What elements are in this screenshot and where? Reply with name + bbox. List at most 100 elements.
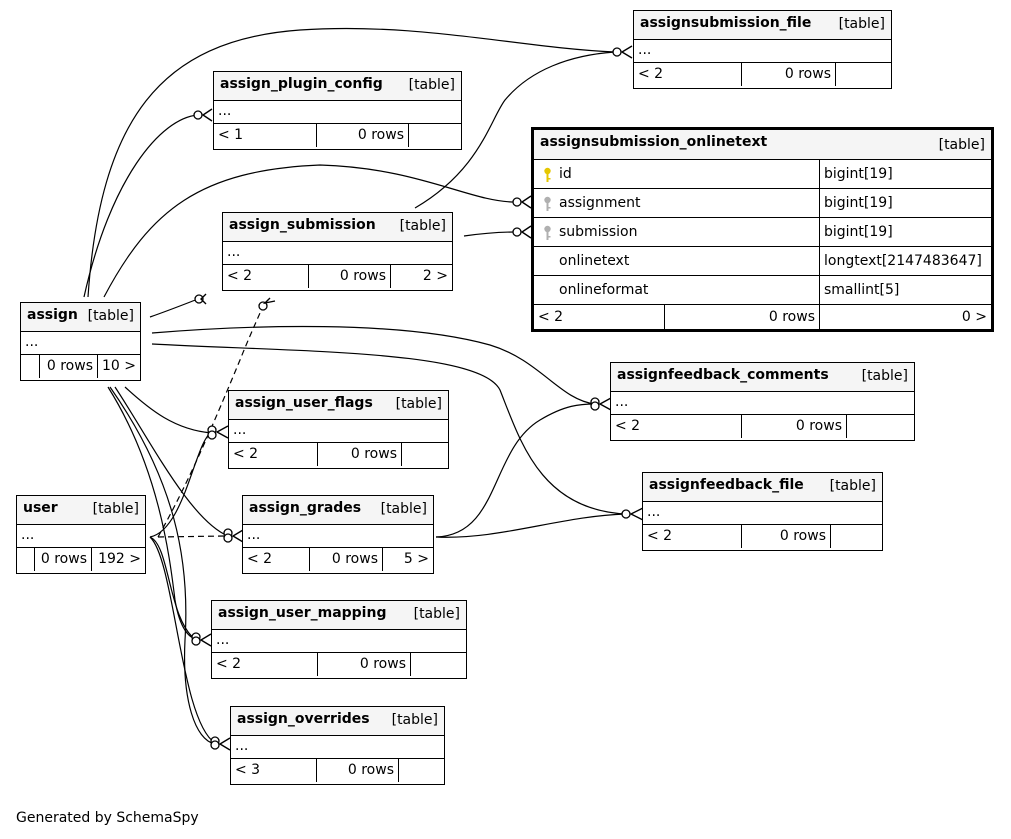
- edge-user-overrides: [149, 536, 216, 744]
- table-name: assign_plugin_config: [220, 76, 383, 92]
- parents-link[interactable]: < 3: [231, 759, 317, 782]
- table-name: assign_user_flags: [235, 395, 373, 411]
- table-header: assign_user_mapping[table]: [212, 601, 466, 630]
- table-tag: [table]: [92, 501, 139, 517]
- primary-key-icon: [544, 167, 551, 182]
- parents-link[interactable]: < 2: [634, 63, 742, 86]
- table-header: assignsubmission_file[table]: [634, 11, 891, 40]
- parents-link[interactable]: [21, 355, 40, 378]
- edge-assign-plugin-config: [83, 114, 199, 298]
- edge-user-user-flags: [149, 431, 213, 538]
- row-count: 0 rows: [742, 525, 831, 548]
- table-tag: [table]: [391, 712, 438, 728]
- column-row-assignment[interactable]: assignment bigint[19]: [534, 189, 991, 218]
- table-tag: [table]: [838, 16, 885, 32]
- row-count: 0 rows: [35, 548, 92, 571]
- table-header: assign_plugin_config [table]: [214, 72, 461, 101]
- parents-link[interactable]: [17, 548, 35, 571]
- column-name: submission: [559, 224, 638, 240]
- row-count: 0 rows: [40, 355, 98, 378]
- table-header: assignfeedback_comments [table]: [611, 363, 914, 392]
- column-name: onlineformat: [559, 282, 649, 298]
- table-name: assignfeedback_comments: [617, 367, 829, 383]
- children-link[interactable]: [836, 63, 891, 86]
- table-header: assign[table]: [21, 303, 140, 332]
- table-header: assignfeedback_file[table]: [643, 473, 882, 502]
- parents-link[interactable]: < 2: [243, 548, 310, 571]
- children-link[interactable]: 0 >: [961, 309, 987, 325]
- children-link[interactable]: [399, 759, 444, 782]
- children-link[interactable]: [847, 415, 914, 438]
- row-count: 0 rows: [318, 653, 411, 676]
- columns-ellipsis: ...: [229, 420, 448, 443]
- edge-assign-user-mapping: [107, 386, 197, 640]
- table-tag: [table]: [395, 396, 442, 412]
- generated-by-footer: Generated by SchemaSpy: [16, 810, 199, 826]
- column-row-submission[interactable]: submission bigint[19]: [534, 218, 991, 247]
- children-link[interactable]: [409, 124, 461, 147]
- table-name: assign_user_mapping: [218, 605, 387, 621]
- children-link[interactable]: 192 >: [98, 551, 141, 567]
- table-assignsubmission-onlinetext[interactable]: assignsubmission_onlinetext[table] id bi…: [531, 127, 994, 332]
- columns-ellipsis: ...: [611, 392, 914, 415]
- edge-grades-feedback-file: [435, 513, 627, 538]
- children-link[interactable]: [402, 443, 448, 466]
- table-tag: [table]: [408, 77, 455, 93]
- columns-ellipsis: ...: [643, 502, 882, 525]
- column-row-onlineformat[interactable]: onlineformat smallint[5]: [534, 276, 991, 305]
- children-link[interactable]: 5 >: [403, 551, 429, 567]
- parents-link[interactable]: < 1: [214, 124, 317, 147]
- children-link[interactable]: [831, 525, 882, 548]
- children-link[interactable]: 2 >: [422, 268, 448, 284]
- edge-user-user-mapping: [149, 536, 197, 641]
- edge-assign-overrides: [109, 386, 216, 745]
- column-type: bigint[19]: [824, 224, 893, 240]
- columns-ellipsis: ...: [231, 736, 444, 759]
- row-count: 0 rows: [742, 415, 847, 438]
- columns-ellipsis: ...: [243, 525, 433, 548]
- table-name: assign_grades: [249, 500, 362, 516]
- children-link[interactable]: [411, 653, 466, 676]
- parents-link[interactable]: < 2: [229, 443, 318, 466]
- table-name: assign_submission: [229, 217, 376, 233]
- parents-link[interactable]: < 2: [643, 525, 742, 548]
- edge-user-grades: [157, 535, 227, 538]
- parents-link[interactable]: < 2: [212, 653, 318, 676]
- table-tag: [table]: [861, 368, 908, 384]
- row-count: 0 rows: [317, 124, 409, 147]
- row-count: 0 rows: [309, 265, 391, 288]
- row-count: 0 rows: [665, 305, 820, 330]
- column-row-id[interactable]: id bigint[19]: [534, 160, 991, 189]
- parents-link[interactable]: < 2: [611, 415, 742, 438]
- columns-ellipsis: ...: [17, 525, 145, 548]
- foreign-key-icon: [544, 196, 551, 211]
- table-name: assign: [27, 307, 78, 323]
- columns-ellipsis: ...: [212, 630, 466, 653]
- edge-assign-feedback-file: [151, 343, 627, 515]
- row-count: 0 rows: [310, 548, 383, 571]
- column-row-onlinetext[interactable]: onlinetext longtext[2147483647]: [534, 247, 991, 276]
- edge-assign-feedback-comments: [151, 325, 596, 405]
- parents-link[interactable]: < 2: [534, 305, 665, 330]
- column-type: bigint[19]: [824, 195, 893, 211]
- column-type: longtext[2147483647]: [824, 253, 982, 269]
- table-tag: [table]: [938, 137, 985, 153]
- children-link[interactable]: 10 >: [102, 358, 136, 374]
- table-tag: [table]: [399, 218, 446, 234]
- parents-link[interactable]: < 2: [223, 265, 309, 288]
